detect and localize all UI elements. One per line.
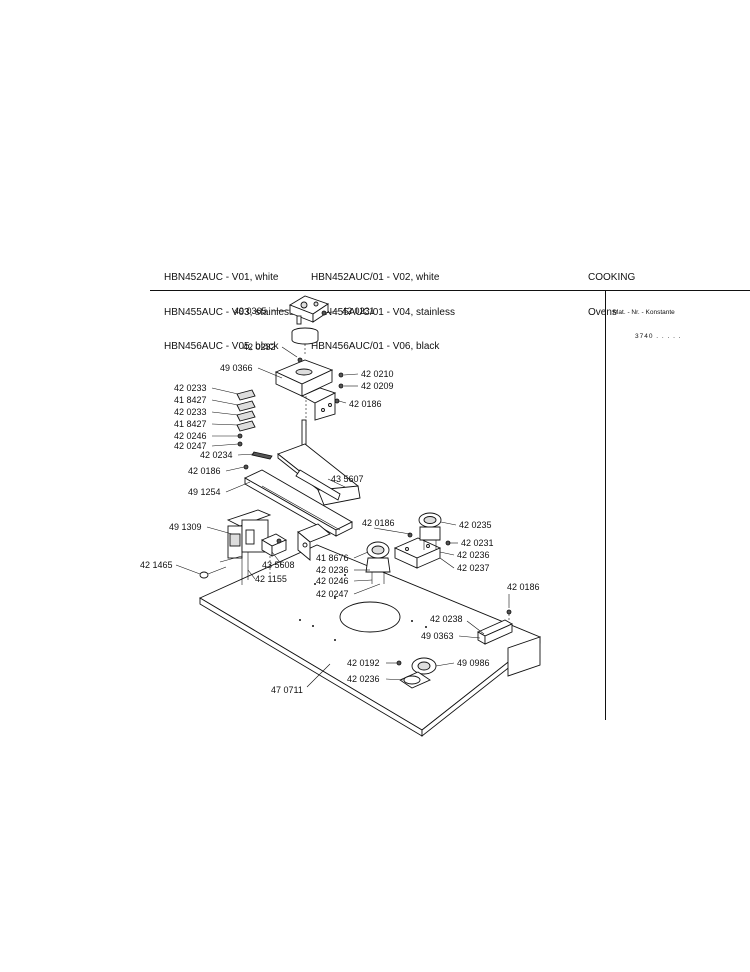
rear-bracket: [477, 609, 513, 645]
part-label: 49 0986: [457, 658, 490, 668]
part-label: 43 5607: [331, 474, 364, 484]
slide-rail: [244, 469, 353, 537]
category-title: COOKING: [588, 272, 636, 283]
part-label: 47 0711: [271, 685, 303, 695]
part-label: 42 0231: [342, 306, 375, 316]
header-divider: [150, 290, 750, 291]
part-label: 49 0363: [421, 631, 454, 641]
micro-switch: [261, 533, 287, 576]
part-label: 42 0236: [316, 565, 349, 575]
part-label: 49 0366: [220, 363, 253, 373]
part-label: 42 0210: [361, 369, 394, 379]
part-label: 42 0209: [361, 381, 394, 391]
part-label: 42 0238: [430, 614, 463, 624]
latch-knob: [199, 566, 227, 579]
rail-support-bracket: [297, 523, 331, 561]
part-label: 42 0186: [349, 399, 382, 409]
material-constant-label: Mat. - Nr. - Konstante: [613, 309, 675, 316]
part-label: 42 0246: [174, 431, 207, 441]
part-label: 42 0237: [457, 563, 490, 573]
model-line: HBN456AUC/01 - V06, black: [311, 341, 440, 352]
part-label: 42 0233: [174, 383, 207, 393]
part-label: 41 8427: [174, 395, 207, 405]
part-label: 42 0186: [362, 518, 395, 528]
model-line: HBN452AUC - V01, white: [164, 272, 279, 283]
part-label: 42 0247: [316, 589, 349, 599]
part-label: 42 1465: [140, 560, 173, 570]
latch-bar: [251, 419, 361, 506]
part-label: 42 0247: [174, 441, 207, 451]
model-line: HBN452AUC/01 - V02, white: [311, 272, 440, 283]
screw: [243, 464, 249, 470]
cutout-thermostat: [407, 512, 451, 550]
part-label: 42 0192: [347, 658, 380, 668]
motor-bracket: [274, 359, 337, 425]
material-constant-value: 3740 . . . . .: [635, 333, 682, 340]
turntable-motor: [288, 295, 330, 363]
part-label: 49 1254: [188, 487, 221, 497]
part-label: 49 1309: [169, 522, 202, 532]
part-label: 49 0365: [234, 306, 267, 316]
bracket-screws: [321, 310, 344, 404]
part-label: 41 8427: [174, 419, 207, 429]
base-plate: [199, 544, 541, 737]
leader-lines: [175, 309, 510, 688]
part-label: 41 8676: [316, 553, 349, 563]
part-label: 43 5608: [262, 560, 295, 570]
bottom-thermostat: [396, 657, 437, 689]
thermostat: [365, 541, 391, 584]
sensor-bracket: [393, 537, 442, 569]
part-label: 42 0246: [316, 576, 349, 586]
model-line: HBN455AUC/01 - V04, stainless: [311, 306, 455, 318]
model-list-right: HBN452AUC/01 - V02, white HBN455AUC/01 -…: [311, 249, 455, 376]
part-label: 42 0236: [347, 674, 380, 684]
latch-spring-stack: [236, 389, 256, 447]
model-line: HBN455AUC - V03, stainless: [164, 306, 295, 318]
model-list-left: HBN452AUC - V01, white HBN455AUC - V03, …: [164, 249, 294, 376]
part-label: 42 0186: [507, 582, 540, 592]
part-label: 42 0234: [200, 450, 233, 460]
category-block: COOKING Ovens: [588, 249, 635, 341]
part-label: 42 0186: [188, 466, 221, 476]
part-number-labels: 49 0365 42 0231 42 0232 49 0366 42 0210 …: [140, 306, 540, 695]
part-label: 42 0232: [243, 342, 276, 352]
part-label: 42 0235: [459, 520, 492, 530]
part-label: 42 0231: [461, 538, 494, 548]
part-label: 42 0236: [457, 550, 490, 560]
model-line: HBN456AUC - V05, black: [164, 341, 279, 352]
margin-divider: [605, 290, 606, 720]
part-label: 42 0233: [174, 407, 207, 417]
part-label: 42 1155: [255, 574, 287, 584]
subcategory-title: Ovens: [588, 306, 617, 318]
material-constant: Mat. - Nr. - Konstante 3740 . . . . .: [613, 293, 682, 357]
